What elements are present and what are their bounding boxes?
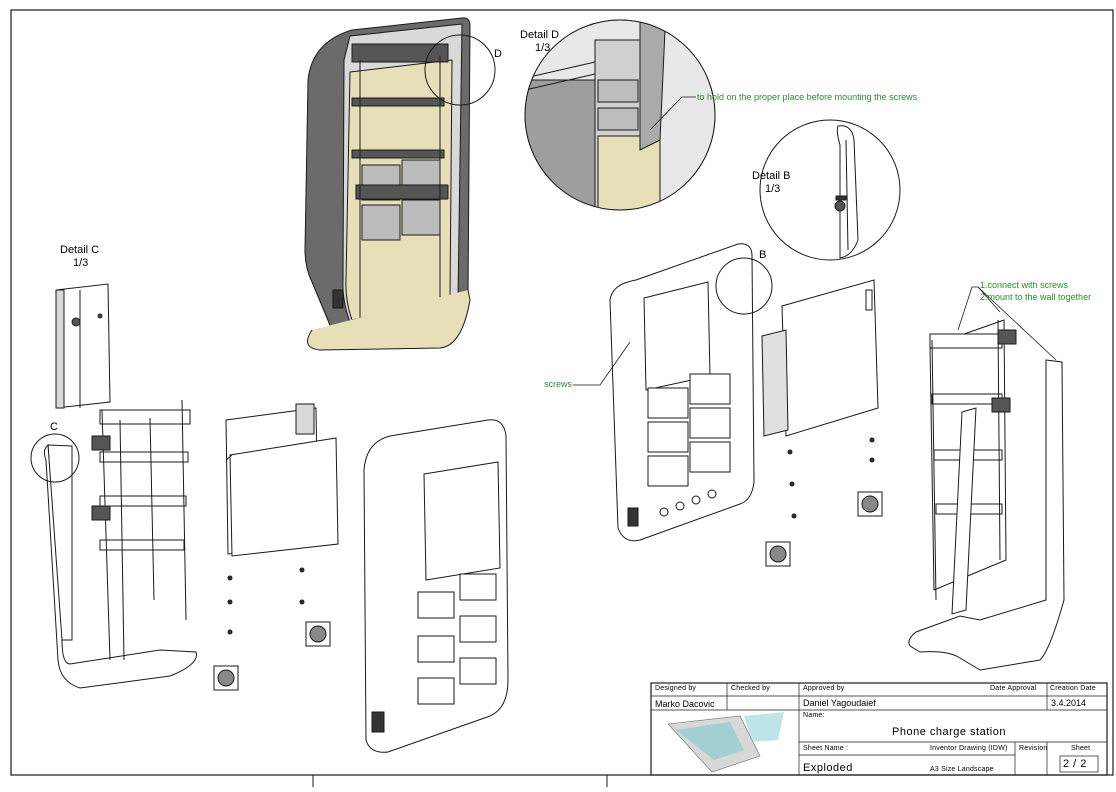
sheet-name-value: Exploded [803, 762, 853, 774]
assembled-station-rear-view [304, 17, 471, 351]
name-caption: Name: [803, 712, 825, 719]
back-panel-middle [761, 279, 879, 437]
frame-exploded-left [43, 399, 197, 689]
screen-module [225, 403, 339, 557]
detail-c-title: Detail C [60, 244, 100, 256]
detail-b-view [759, 119, 901, 261]
checked-by-caption: Checked by [731, 685, 770, 692]
detail-d-scale: 1/3 [535, 42, 551, 54]
note-connect-screws: 1.connect with screws [980, 280, 1069, 290]
front-cover [363, 419, 509, 753]
note-hold-position: to hold on the proper place before mount… [697, 92, 918, 102]
date-approval-caption: Date Approval [990, 685, 1037, 692]
inventor-drawing-label: Inventor Drawing (IDW) [930, 745, 1008, 752]
detail-c-marker-circle [30, 433, 80, 483]
sheet-border [10, 9, 1114, 787]
detail-b-scale: 1/3 [765, 183, 781, 195]
detail-d-view [524, 19, 716, 211]
designed-by-value: Marko Dacovic [655, 699, 715, 709]
paper-size-label: A3 Size Landscape [930, 766, 994, 773]
screws-and-fans-right [765, 437, 883, 567]
detail-b-marker-circle [715, 257, 773, 315]
approved-by-value: Daniel Yagoudaief [803, 698, 876, 708]
open-housing [609, 243, 755, 542]
detail-c-scale: 1/3 [73, 257, 89, 269]
title-block-frame [650, 682, 1108, 776]
detail-c-marker-label: C [50, 421, 58, 433]
company-logo [667, 712, 784, 773]
detail-b-marker-label: B [759, 249, 767, 261]
frame-exploded-right [908, 319, 1065, 671]
creation-date-value: 3.4.2014 [1051, 698, 1087, 708]
detail-d-title: Detail D [520, 29, 560, 41]
detail-d-marker-label: D [494, 48, 502, 60]
approved-by-caption: Approved by [803, 685, 845, 692]
note-screws: screws [544, 379, 573, 389]
drawing-name: Phone charge station [892, 726, 1006, 738]
detail-c-view [55, 283, 111, 409]
screws-and-fans-left [213, 567, 331, 691]
sheet-name-caption: Sheet Name : [803, 745, 849, 752]
note-mount-wall: 2.mount to the wall together [980, 292, 1092, 302]
creation-date-caption: Creation Date [1050, 685, 1096, 692]
revision-caption: Revision [1019, 745, 1048, 752]
leader-lines [573, 96, 1057, 386]
sheet-number: 2 / 2 [1063, 758, 1087, 770]
detail-d-marker-circle [424, 34, 496, 106]
sheet-caption: Sheet [1071, 745, 1091, 752]
designed-by-caption: Designed by [655, 685, 697, 692]
detail-b-title: Detail B [752, 170, 791, 182]
